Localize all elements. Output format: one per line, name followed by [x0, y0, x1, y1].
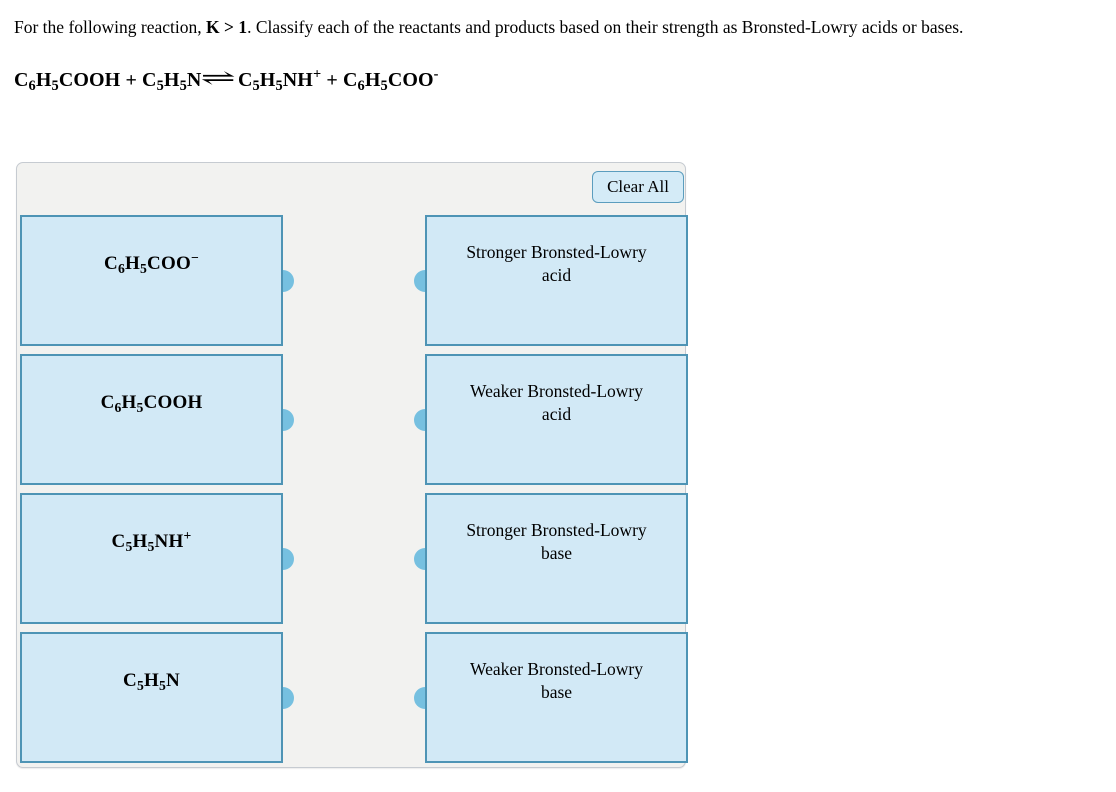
species-card-3-label: C5H5NH+: [111, 528, 192, 554]
equation-reactant-1: C6H5COOH: [14, 69, 121, 95]
chemical-equation: C6H5COOH + C5H5N⇌C5H5NH+ + C6H5COO-: [14, 62, 439, 100]
match-columns: C6H5COO− C6H5COOH C5H5NH+ C5H5N Stronger…: [17, 215, 688, 769]
species-card-1-label: C6H5COO−: [104, 250, 199, 276]
equation-plus-1: +: [125, 69, 137, 92]
species-card-4[interactable]: C5H5N: [20, 632, 294, 763]
equation-product-1: C5H5NH+: [237, 67, 322, 95]
widget-header: Clear All: [17, 163, 685, 215]
equation-reactant-2: C5H5N: [142, 69, 202, 95]
question-emphasis: K > 1: [205, 17, 248, 37]
connector-handle-right-2[interactable]: [414, 408, 425, 431]
left-column-species: C6H5COO− C6H5COOH C5H5NH+ C5H5N: [20, 215, 294, 763]
connector-handle-right-3[interactable]: [414, 547, 425, 570]
species-card-2[interactable]: C6H5COOH: [20, 354, 294, 485]
connector-handle-left-3[interactable]: [283, 547, 294, 570]
clear-all-button[interactable]: Clear All: [592, 171, 684, 203]
equilibrium-arrow-icon: ⇌: [201, 65, 237, 91]
question-prefix: For the following reaction,: [14, 17, 206, 37]
question-suffix: . Classify each of the reactants and pro…: [247, 17, 964, 37]
connector-handle-left-4[interactable]: [283, 686, 294, 709]
connector-handle-right-1[interactable]: [414, 269, 425, 292]
equation-product-2: C6H5COO-: [343, 67, 439, 95]
matching-widget: Clear All C6H5COO− C6H5COOH C5H5NH+ C5H5…: [16, 162, 688, 769]
question-text: For the following reaction, K > 1. Class…: [14, 16, 1108, 38]
equation-plus-2: +: [326, 69, 338, 92]
connector-handle-right-4[interactable]: [414, 686, 425, 709]
connector-handle-left-2[interactable]: [283, 408, 294, 431]
species-card-2-label: C6H5COOH: [100, 392, 203, 415]
species-card-3[interactable]: C5H5NH+: [20, 493, 294, 624]
connector-handle-left-1[interactable]: [283, 269, 294, 292]
species-card-1[interactable]: C6H5COO−: [20, 215, 294, 346]
species-card-4-label: C5H5N: [123, 670, 180, 693]
